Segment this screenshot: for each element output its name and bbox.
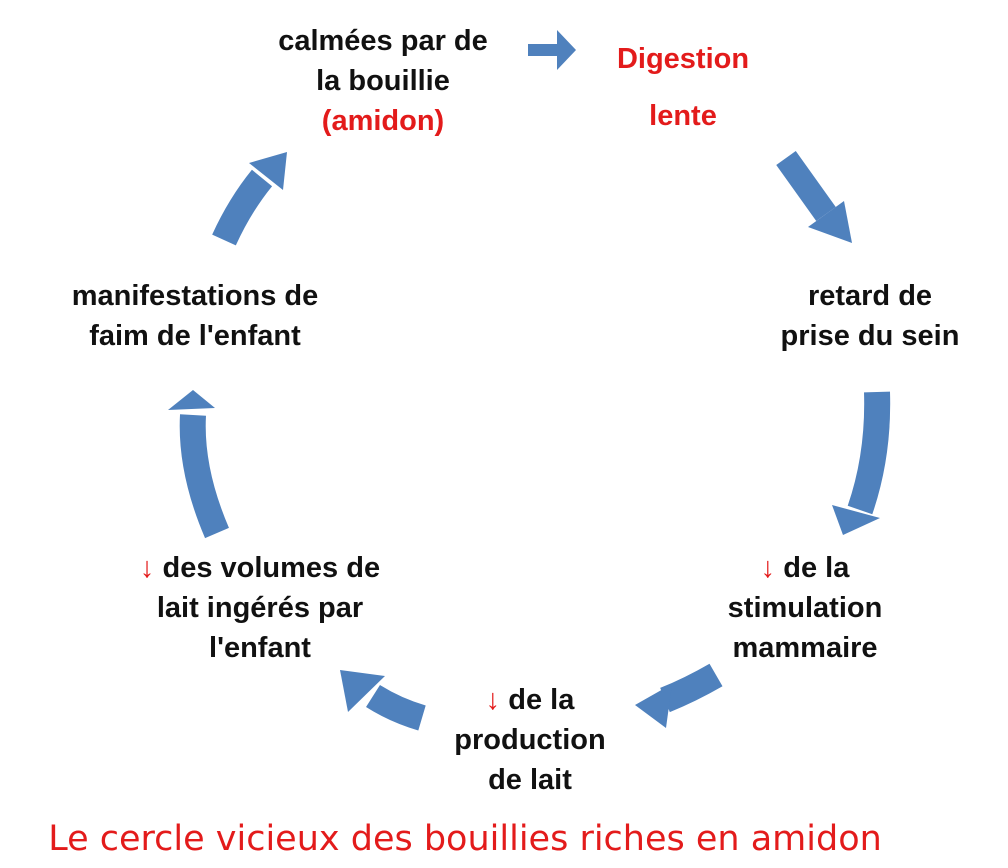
decrease-arrow-icon: ↓ (485, 684, 501, 716)
node-volumes-line-1-text: des volumes de (162, 552, 381, 584)
node-calmees: calmées par de la bouillie (amidon) (238, 21, 528, 141)
node-production-line-1: ↓ de la (420, 680, 640, 720)
node-digestion-line-1: Digestion (616, 43, 750, 75)
node-stimulation: ↓ de la stimulation mammaire (690, 548, 920, 668)
node-calmees-line-1: calmées par de (278, 25, 488, 57)
node-retard-line-2: prise du sein (780, 320, 960, 352)
decrease-arrow-icon: ↓ (760, 552, 776, 584)
node-stimulation-line-1: ↓ de la (690, 548, 920, 588)
node-retard-line-1: retard de (807, 280, 933, 312)
node-stimulation-line-1-text: de la (783, 552, 850, 584)
diagram-caption: Le cercle vicieux des bouillies riches e… (48, 819, 882, 859)
node-production-line-3: de lait (488, 764, 572, 796)
node-production-line-1-text: de la (508, 684, 575, 716)
node-digestion-line-2: lente (649, 100, 717, 132)
cycle-arrow-faim-to-calmees (212, 152, 287, 246)
node-stimulation-line-2: stimulation (727, 592, 883, 624)
node-production: ↓ de la production de lait (420, 680, 640, 800)
cycle-arrow-stimulation-to-production (635, 663, 723, 728)
node-volumes-line-2: lait ingérés par (156, 592, 364, 624)
cycle-arrow-digestion-to-retard (776, 151, 852, 243)
node-digestion: Digestion lente (588, 31, 778, 145)
node-volumes-line-1: ↓ des volumes de (100, 548, 420, 588)
node-faim: manifestations de faim de l'enfant (28, 276, 362, 356)
node-volumes-line-3: l'enfant (209, 632, 311, 664)
cycle-arrow-calmees-to-digestion (528, 30, 576, 70)
node-faim-line-2: faim de l'enfant (89, 320, 301, 352)
decrease-arrow-icon: ↓ (139, 552, 155, 584)
cycle-arrow-retard-to-stimulation (832, 391, 891, 535)
node-retard: retard de prise du sein (750, 276, 990, 356)
node-calmees-line-3: (amidon) (321, 105, 445, 137)
node-stimulation-line-3: mammaire (732, 632, 878, 664)
node-faim-line-1: manifestations de (71, 280, 319, 312)
node-calmees-line-2: la bouillie (316, 65, 450, 97)
cycle-arrow-volumes-to-faim (168, 390, 229, 539)
cycle-arrow-production-to-volumes (340, 670, 426, 731)
node-production-line-2: production (454, 724, 606, 756)
node-volumes: ↓ des volumes de lait ingérés par l'enfa… (100, 548, 420, 668)
